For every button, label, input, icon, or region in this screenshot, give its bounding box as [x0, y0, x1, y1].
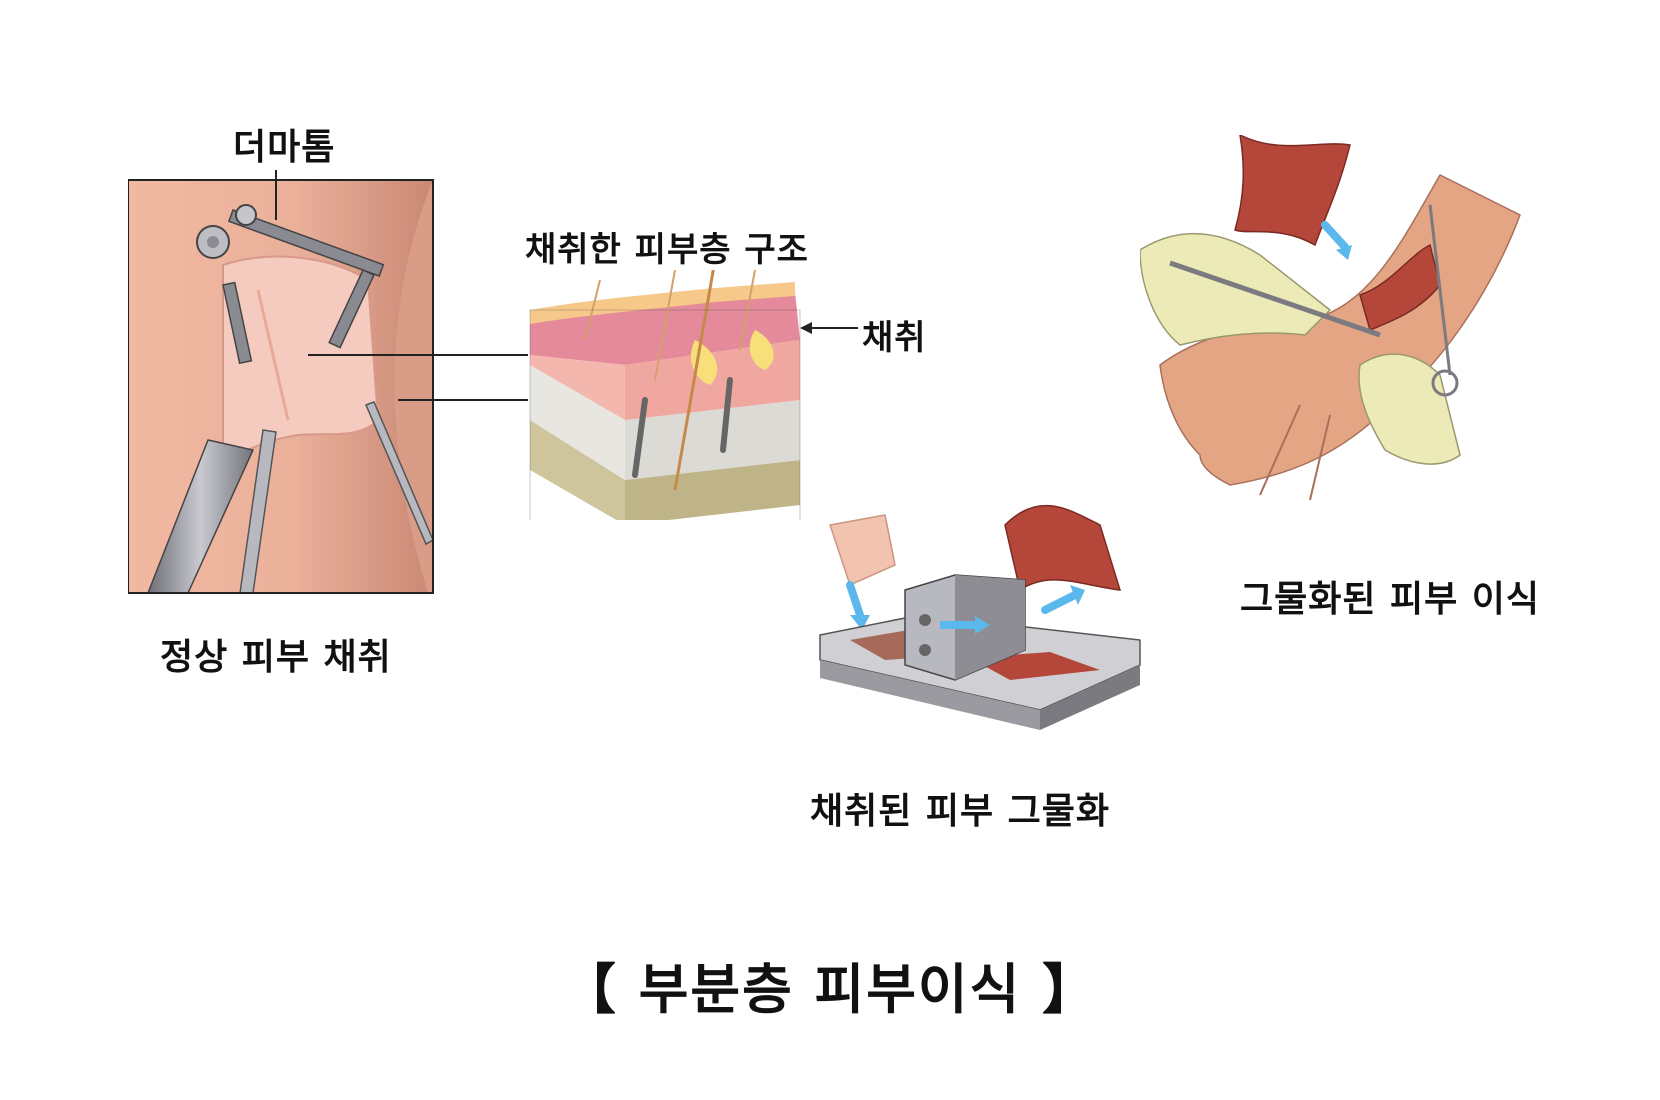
dermatome-label: 더마톰 [233, 127, 336, 168]
dermatome-harvest-figure [128, 170, 568, 600]
skin-layer-structure-label: 채취한 피부층 구조 [525, 230, 809, 270]
meshed-graft-label: 그물화된 피부 이식 [1240, 579, 1541, 620]
skin-block-figure [525, 270, 815, 520]
mesh-harvested-skin-label: 채취된 피부 그물화 [810, 791, 1111, 832]
graft-figure [1140, 135, 1560, 505]
page-title: 【 부분층 피부이식 】 [561, 958, 1099, 1021]
harvest-arrow [800, 318, 860, 338]
harvest-label: 채취 [862, 318, 927, 358]
skin-mesher-machine-illustration [819, 504, 1141, 730]
mesher-figure [810, 490, 1170, 750]
graft-suturing-hand-illustration [1140, 135, 1521, 501]
skin-layer-block-illustration [529, 270, 801, 520]
normal-skin-harvest-label: 정상 피부 채취 [160, 637, 392, 678]
arrow-left-icon [800, 322, 858, 334]
dermatome-illustration [128, 170, 528, 594]
